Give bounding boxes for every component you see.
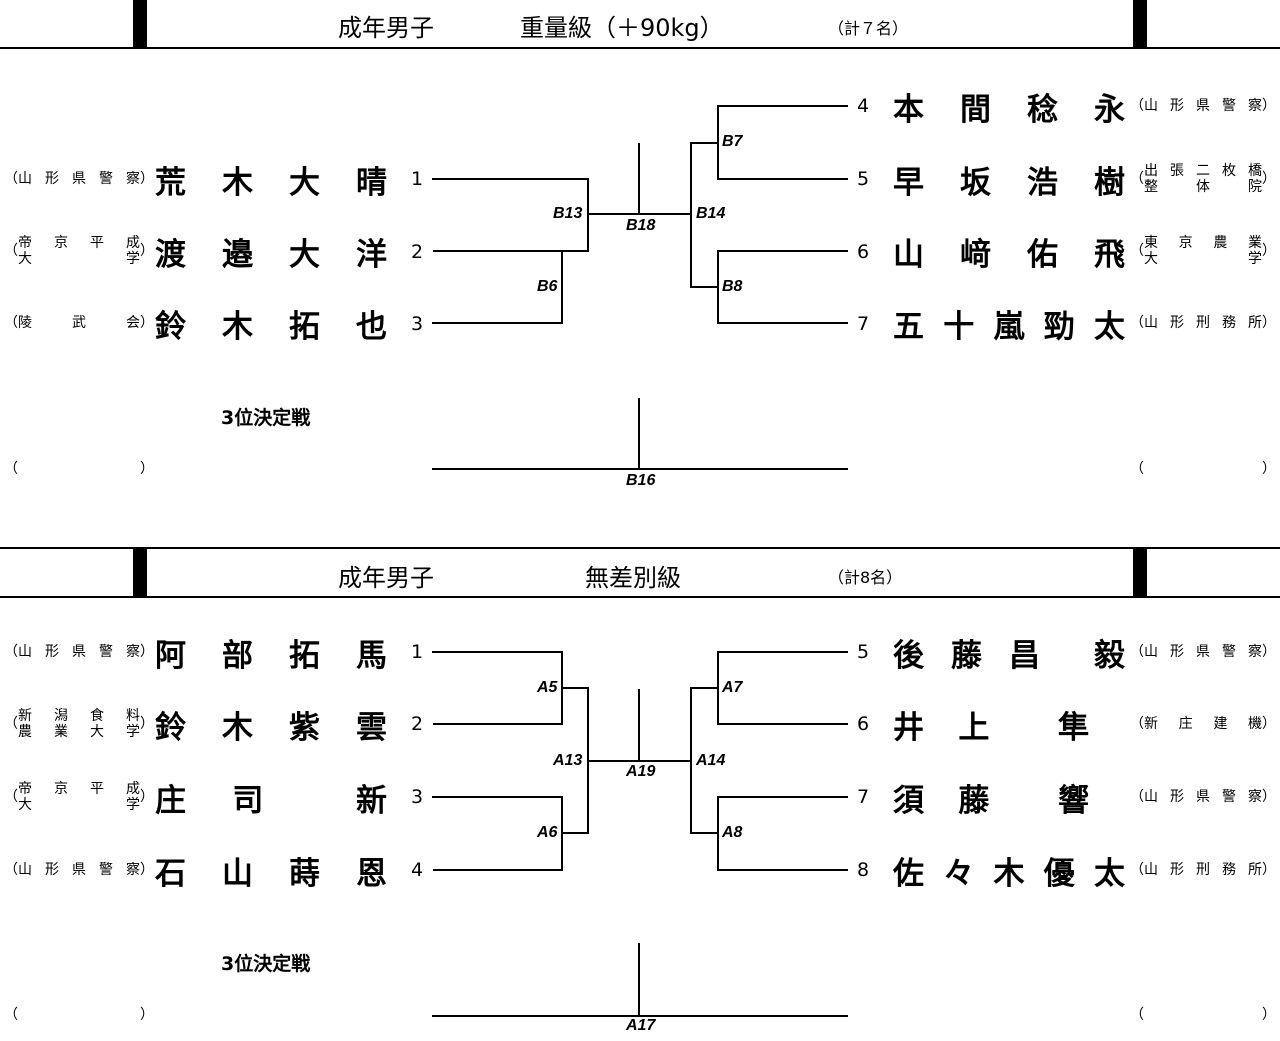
competitor-name-left-1: 阿部拓馬	[155, 637, 387, 674]
affiliation-left-1: （山形県警察）	[4, 171, 154, 187]
competitor-name-right-7: 五十嵐勁太	[893, 308, 1125, 345]
category-title: 成年男子	[338, 14, 434, 42]
competitor-name-left-4: 石山蒔恩	[155, 855, 387, 892]
match-label: B8	[722, 278, 743, 295]
seed-number: 2	[411, 241, 424, 263]
third-place-label: 3位決定戦	[221, 407, 311, 429]
header-left-bar	[133, 547, 147, 597]
heavyweight-section: 成年男子 重量級（＋90kg） （計７名） （山形県警察） 荒木大晴 1 （帝京…	[0, 0, 1280, 489]
match-label: B13	[553, 205, 583, 222]
seed-number: 1	[411, 168, 424, 190]
affiliation-right-7: （山形刑務所）	[1130, 315, 1276, 331]
third-place-affiliation-right: （）	[1130, 461, 1276, 477]
match-label: B7	[722, 133, 743, 150]
openweight-section: 成年男子 無差別級 （計8名）	[0, 547, 1280, 1041]
competitor-name-left-3: 庄司新	[155, 782, 387, 819]
seed-number: 4	[411, 859, 424, 881]
category-title: 成年男子	[338, 564, 434, 592]
match-label: A7	[722, 679, 743, 696]
match-label: A13	[553, 752, 583, 769]
affiliation-right-6: （東京農業大学）	[1130, 235, 1276, 267]
competitor-name-left-2: 渡邉大洋	[155, 236, 387, 273]
match-label: A14	[696, 752, 726, 769]
seed-number: 7	[857, 313, 870, 335]
seed-number: 4	[857, 95, 870, 117]
header-bottom-rule	[0, 596, 1280, 598]
match-label: B14	[696, 205, 726, 222]
competitor-name-left-2: 鈴木紫雲	[155, 709, 387, 746]
header-right-bar	[1133, 547, 1147, 597]
affiliation-right-6: （新庄建機）	[1130, 716, 1276, 732]
competitor-name-right-7: 須藤響	[893, 782, 1089, 819]
affiliation-left-3: （陵武会）	[4, 315, 154, 331]
entrant-count: （計７名）	[828, 19, 909, 38]
header-top-rule	[0, 547, 1280, 549]
affiliation-right-7: （山形県警察）	[1130, 789, 1276, 805]
match-label: A6	[537, 824, 558, 841]
seed-number: 1	[411, 641, 424, 663]
seed-number: 3	[411, 313, 424, 335]
seed-number: 6	[857, 241, 870, 263]
affiliation-left-2: （新潟食料農業大学）	[4, 708, 154, 740]
third-place-affiliation-left: （）	[4, 461, 154, 477]
match-label: A8	[722, 824, 743, 841]
affiliation-left-2: （帝京平成大学）	[4, 235, 154, 267]
header-bottom-rule	[0, 47, 1280, 49]
weight-class-title: 無差別級	[585, 564, 681, 592]
competitor-name-left-3: 鈴木拓也	[155, 308, 387, 345]
affiliation-right-5: （出張二枚橋整体院）	[1130, 163, 1276, 195]
third-place-affiliation-right: （）	[1130, 1007, 1276, 1023]
header-left-bar	[133, 0, 147, 48]
affiliation-left-4: （山形県警察）	[4, 862, 154, 878]
competitor-name-right-5: 早坂浩樹	[893, 164, 1125, 201]
match-label: B18	[626, 217, 656, 234]
competitor-name-right-4: 本間稔永	[893, 91, 1125, 128]
affiliation-right-4: （山形県警察）	[1130, 98, 1276, 114]
match-label: A17	[626, 1017, 656, 1034]
third-place-label: 3位決定戦	[221, 953, 311, 975]
entrant-count: （計8名）	[828, 568, 903, 587]
match-label: B16	[626, 472, 656, 489]
weight-class-title: 重量級（＋90kg）	[520, 14, 724, 42]
seed-number: 8	[857, 859, 870, 881]
seed-number: 5	[857, 641, 870, 663]
match-label: B6	[537, 278, 558, 295]
seed-number: 5	[857, 168, 870, 190]
match-label: A5	[537, 679, 558, 696]
competitor-name-left-1: 荒木大晴	[155, 164, 387, 201]
match-label: A19	[626, 763, 656, 780]
third-place-affiliation-left: （）	[4, 1007, 154, 1023]
seed-number: 6	[857, 713, 870, 735]
competitor-name-right-6: 井上隼	[893, 709, 1089, 746]
competitor-name-right-8: 佐々木優太	[893, 855, 1125, 892]
affiliation-right-8: （山形刑務所）	[1130, 862, 1276, 878]
seed-number: 7	[857, 786, 870, 808]
heavyweight-bracket-lines	[432, 105, 848, 470]
affiliation-right-5: （山形県警察）	[1130, 644, 1276, 660]
affiliation-left-1: （山形県警察）	[4, 644, 154, 660]
seed-number: 3	[411, 786, 424, 808]
competitor-name-right-5: 後藤昌毅	[893, 637, 1125, 674]
header-right-bar	[1133, 0, 1147, 48]
affiliation-left-3: （帝京平成大学）	[4, 781, 154, 813]
seed-number: 2	[411, 713, 424, 735]
